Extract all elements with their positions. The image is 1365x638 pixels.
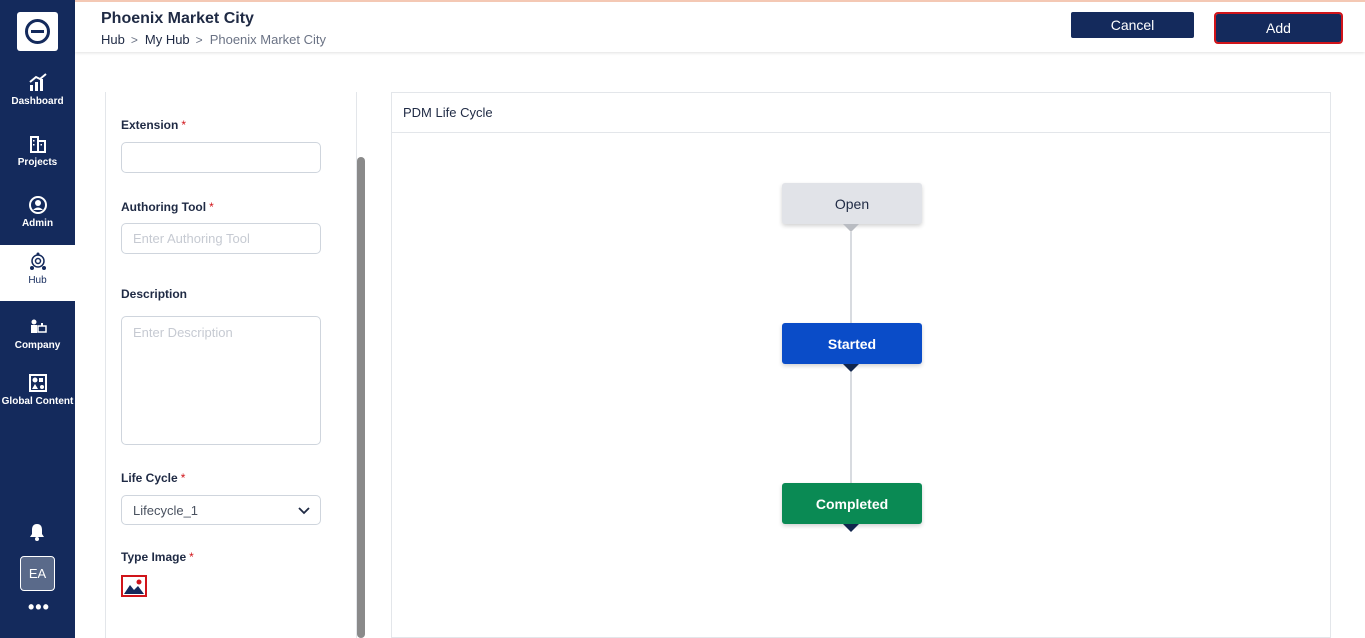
sidebar: Dashboard Projects Admin Hub Company Glo…: [0, 0, 75, 638]
authoring-tool-input[interactable]: [121, 223, 321, 254]
authoring-tool-label: Authoring Tool*: [121, 200, 214, 214]
sidebar-item-label: Hub: [28, 275, 47, 286]
type-image-picker[interactable]: [121, 575, 147, 597]
image-icon: [124, 578, 144, 594]
extension-label: Extension*: [121, 118, 187, 132]
more-icon[interactable]: •••: [28, 597, 50, 617]
sidebar-item-hub[interactable]: Hub: [0, 245, 75, 301]
scrollbar-thumb[interactable]: [357, 157, 365, 638]
sidebar-item-label: Projects: [17, 157, 58, 168]
sidebar-item-label: Admin: [21, 218, 54, 229]
required-mark: *: [209, 200, 214, 214]
lifecycle-panel: PDM Life Cycle: [391, 92, 1331, 638]
lifecycle-connector: [850, 372, 852, 484]
sidebar-item-label: Global Content: [1, 396, 74, 407]
lifecycle-state-open[interactable]: Open: [782, 183, 922, 224]
caret-down-icon: [843, 224, 859, 232]
avatar[interactable]: EA: [20, 556, 55, 591]
user-circle-icon: [27, 194, 49, 216]
sidebar-item-label: Company: [14, 340, 61, 351]
breadcrumb-hub[interactable]: Hub: [101, 32, 125, 47]
required-mark: *: [189, 550, 194, 564]
global-content-icon: [27, 372, 49, 394]
type-image-label: Type Image*: [121, 550, 194, 564]
sidebar-item-label: Dashboard: [11, 96, 64, 107]
breadcrumb-my-hub[interactable]: My Hub: [144, 32, 190, 47]
life-cycle-select[interactable]: Lifecycle_1: [121, 495, 321, 525]
chevron-right-icon: >: [130, 32, 138, 47]
breadcrumb: Hub > My Hub > Phoenix Market City: [101, 32, 326, 47]
chevron-down-icon: [298, 507, 310, 515]
lifecycle-state-completed[interactable]: Completed: [782, 483, 922, 524]
bell-icon[interactable]: [27, 522, 47, 542]
logo-icon: [25, 19, 50, 44]
sidebar-item-projects[interactable]: Projects: [0, 127, 75, 183]
add-button[interactable]: Add: [1214, 12, 1343, 44]
caret-down-icon: [843, 364, 859, 372]
extension-input[interactable]: [121, 142, 321, 173]
required-mark: *: [181, 118, 187, 132]
required-mark: *: [180, 471, 186, 485]
description-input[interactable]: [121, 316, 321, 445]
chart-icon: [27, 72, 49, 94]
life-cycle-label: Life Cycle*: [121, 471, 186, 485]
cancel-button[interactable]: Cancel: [1071, 12, 1194, 38]
life-cycle-value: Lifecycle_1: [133, 502, 199, 518]
app-logo[interactable]: [17, 12, 58, 51]
sidebar-item-dashboard[interactable]: Dashboard: [0, 66, 75, 122]
lifecycle-connector: [850, 232, 852, 324]
lifecycle-title: PDM Life Cycle: [392, 93, 1330, 133]
caret-down-icon: [843, 524, 859, 532]
sidebar-item-global-content[interactable]: Global Content: [0, 366, 75, 422]
sidebar-item-company[interactable]: Company: [0, 310, 75, 366]
page-title: Phoenix Market City: [101, 10, 254, 27]
company-icon: [27, 316, 49, 338]
description-label: Description: [121, 287, 188, 301]
form-panel: [105, 92, 357, 638]
lifecycle-state-started[interactable]: Started: [782, 323, 922, 364]
breadcrumb-current: Phoenix Market City: [209, 32, 327, 47]
sidebar-item-admin[interactable]: Admin: [0, 188, 75, 244]
building-icon: [27, 133, 49, 155]
chevron-right-icon: >: [195, 32, 203, 47]
hub-icon: [27, 251, 49, 273]
